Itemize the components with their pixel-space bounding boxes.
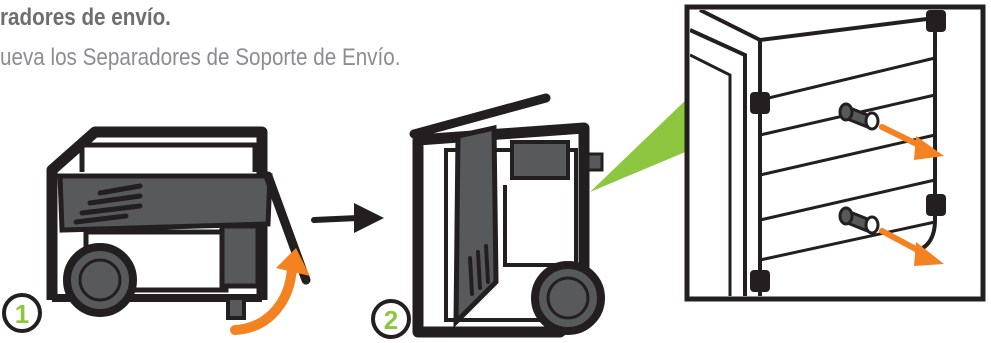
section-title: radores de envío. xyxy=(0,4,171,31)
right-arrow-icon xyxy=(311,203,384,233)
removal-arrow-icon xyxy=(879,228,944,266)
callout-pointer xyxy=(590,96,690,192)
removal-arrow-icon xyxy=(879,124,944,160)
instruction-text: ueva los Separadores de Soporte de Envío… xyxy=(0,44,401,71)
shipping-spacer-detail-icon xyxy=(684,4,986,302)
step-1-number: 1 xyxy=(15,299,29,329)
step-1-badge: 1 xyxy=(2,293,42,333)
rotate-arrow-icon xyxy=(230,248,310,335)
generator-tilted-icon xyxy=(409,93,605,338)
generator-upright-icon xyxy=(46,126,311,320)
step-2-badge: 2 xyxy=(371,299,411,339)
step-2-number: 2 xyxy=(384,305,398,335)
